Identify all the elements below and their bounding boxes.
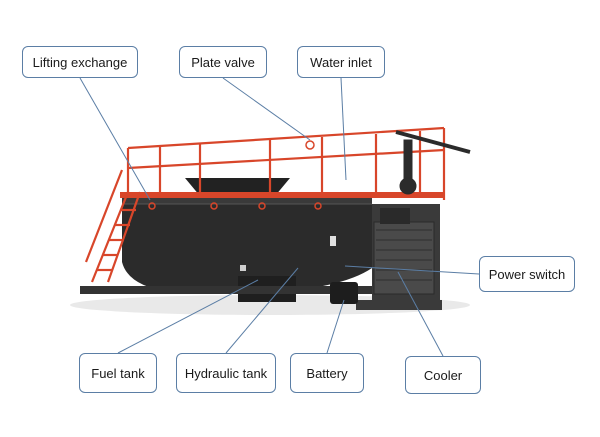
stairs <box>84 169 142 283</box>
lifting-exchange-label: Lifting exchange <box>22 46 138 78</box>
hydraulic-tank-label: Hydraulic tank <box>176 353 276 393</box>
crane-arm <box>395 130 471 195</box>
fuel-tank-label: Fuel tank <box>79 353 157 393</box>
platform-deck <box>120 192 444 198</box>
battery-label: Battery <box>290 353 364 393</box>
cooler-label: Cooler <box>405 356 481 394</box>
water-inlet-label: Water inlet <box>297 46 385 78</box>
railing <box>126 126 446 200</box>
main-tank <box>122 196 372 294</box>
plate-valve-label: Plate valve <box>179 46 267 78</box>
leader-lines <box>79 77 480 357</box>
plate-valve-marker <box>305 140 315 150</box>
hopper <box>185 178 290 196</box>
skid-base <box>80 286 380 294</box>
power-switch-label: Power switch <box>479 256 575 292</box>
